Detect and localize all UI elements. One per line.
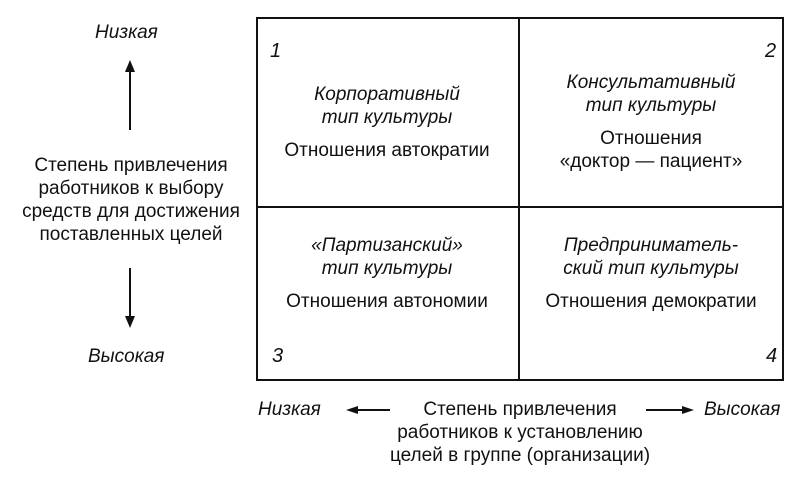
quadrant-3-number: 3 <box>272 345 284 367</box>
quadrant-type-line: Консультативный <box>566 72 736 93</box>
matrix-horizontal-divider <box>256 206 784 208</box>
quadrant-type-line: Предприниматель- <box>563 235 739 256</box>
quadrant-3: «Партизанский» тип культуры Отношения ав… <box>256 234 518 313</box>
y-axis-title: Степень привлечения работников к выбору … <box>0 154 262 246</box>
quadrant-type-line: «Партизанский» <box>311 235 463 256</box>
matrix-vertical-divider <box>518 17 520 381</box>
arrow-right-icon <box>682 406 694 414</box>
culture-matrix-frame <box>256 17 784 381</box>
y-axis-title-line: поставленных целей <box>39 224 223 245</box>
x-axis-title-line: работников к установлению <box>397 422 643 443</box>
quadrant-relation: Отношения автономии <box>286 291 488 312</box>
quadrant-1: Корпоративный тип культуры Отношения авт… <box>256 83 518 162</box>
arrow-left-icon <box>346 406 358 414</box>
quadrant-type-line: Корпоративный <box>314 84 460 105</box>
arrow-down-icon <box>125 316 135 328</box>
arrow-up-icon <box>125 60 135 72</box>
quadrant-1-number: 1 <box>270 40 282 62</box>
y-axis-title-line: Степень привлечения <box>34 155 228 176</box>
quadrant-relation-line: Отношения <box>600 128 702 149</box>
quadrant-4-number: 4 <box>766 345 778 367</box>
y-axis-upper-arrow-shaft <box>129 70 131 130</box>
y-axis-low-label: Низкая <box>95 22 158 43</box>
y-axis-title-line: работников к выбору <box>38 178 224 199</box>
quadrant-type-line: тип культуры <box>321 258 453 279</box>
x-axis-title: Степень привлечения работников к установ… <box>380 398 660 467</box>
quadrant-relation-line: «доктор — пациент» <box>559 151 743 172</box>
x-axis-left-arrow-shaft <box>356 409 390 411</box>
quadrant-type-line: тип культуры <box>585 95 717 116</box>
x-axis-title-line: Степень привлечения <box>423 399 617 420</box>
quadrant-relation: Отношения автократии <box>284 140 490 161</box>
x-axis-title-line: целей в группе (организации) <box>389 445 651 466</box>
y-axis-lower-arrow-shaft <box>129 268 131 318</box>
x-axis-high-label: Высокая <box>704 399 781 420</box>
y-axis-high-label: Высокая <box>88 346 165 367</box>
quadrant-4: Предприниматель- ский тип культуры Отнош… <box>520 234 782 313</box>
quadrant-type-line: ский тип культуры <box>563 258 739 279</box>
quadrant-2-number: 2 <box>765 40 777 62</box>
x-axis-low-label: Низкая <box>258 399 321 420</box>
quadrant-relation: Отношения демократии <box>545 291 757 312</box>
quadrant-2: Консультативный тип культуры Отношения «… <box>520 71 782 173</box>
quadrant-type-line: тип культуры <box>321 107 453 128</box>
x-axis-right-arrow-shaft <box>646 409 684 411</box>
y-axis-title-line: средств для достижения <box>22 201 240 222</box>
